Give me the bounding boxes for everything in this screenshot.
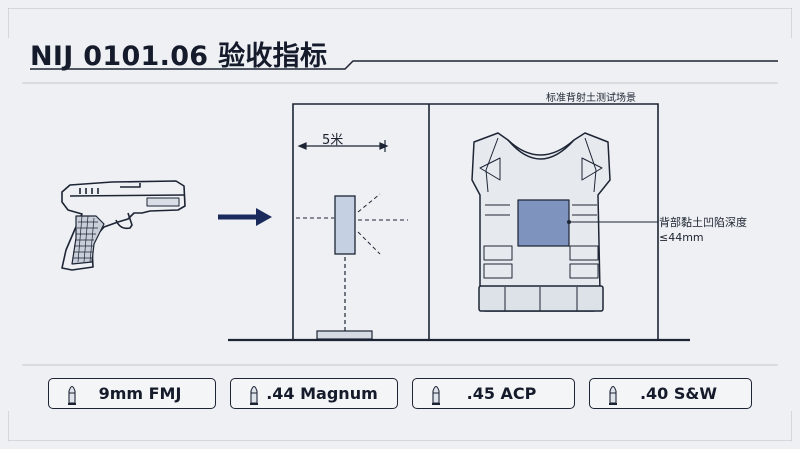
depth-leader xyxy=(567,220,658,224)
depth-label-line2: ≤44mm xyxy=(659,231,704,244)
ammo-label: .44 Magnum xyxy=(266,384,378,403)
page-title: NIJ 0101.06 验收指标 xyxy=(30,41,328,72)
ammo-card-40-sw: .40 S&W xyxy=(589,378,752,409)
pistol-icon xyxy=(61,180,186,271)
depth-label: 背部黏土凹陷深度 ≤44mm xyxy=(659,215,747,245)
bullet-icon xyxy=(609,385,617,405)
depth-label-line1: 背部黏土凹陷深度 xyxy=(659,216,747,229)
ammo-label: 9mm FMJ xyxy=(98,384,182,403)
target-stand xyxy=(296,193,408,340)
bullet-icon xyxy=(250,385,258,405)
ammo-label: .45 ACP xyxy=(466,384,537,403)
header-divider xyxy=(30,60,778,70)
ammo-card-9mm: 9mm FMJ xyxy=(48,378,216,409)
distance-label: 5米 xyxy=(322,133,344,148)
ammo-card-44-magnum: .44 Magnum xyxy=(230,378,398,409)
ammo-label: .40 S&W xyxy=(639,384,718,403)
scene-label: 标准背射土测试场景 xyxy=(546,93,636,104)
bullet-icon xyxy=(68,385,76,405)
ammo-card-45-acp: .45 ACP xyxy=(412,378,575,409)
trauma-plate xyxy=(517,199,570,247)
bullet-icon xyxy=(432,385,440,405)
distance-indicator xyxy=(297,140,389,152)
direction-arrow xyxy=(218,208,272,226)
